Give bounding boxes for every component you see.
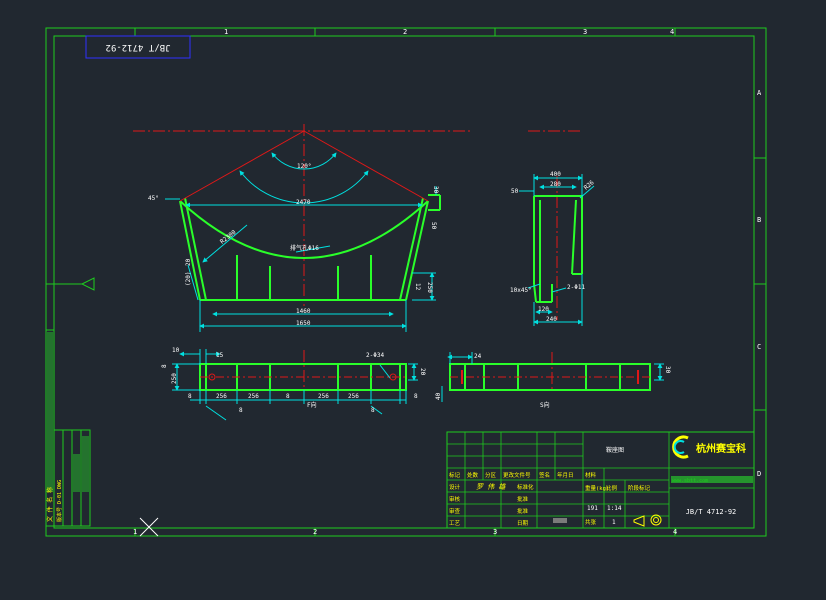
crop-mark: [139, 517, 159, 537]
side-left-dim: 50: [511, 188, 519, 195]
bottom-view-f: 10 15 8 250 2-Φ34 20 8 256 256 8 256 256…: [161, 347, 426, 421]
f-view-label: F向: [307, 401, 317, 409]
std-label: 标准化: [517, 483, 534, 491]
column-marks: 1 2 3 4 1 2 3 4 A B C D: [133, 28, 762, 536]
col-mark-4-bottom: 4: [673, 528, 677, 536]
front-base-width: 1650: [296, 320, 311, 327]
left-side-panel: 文 件 名 称 版本号 D-01 DWG: [45, 329, 91, 527]
rev-count: 处数: [467, 471, 479, 479]
f-spacing-1: 256: [216, 393, 227, 400]
weight-value: 191: [587, 505, 598, 512]
sign-row-review: 审核: [449, 495, 461, 503]
side-view: 400 280 50 R26 10x45° 2-Φ11 120 240: [510, 171, 596, 326]
front-view: 120° 2470 R2300 排气孔Φ16 45° 30 50 (20) 20…: [148, 130, 441, 332]
s-dim-40: 40: [435, 392, 442, 400]
side-bottom-240: 240: [546, 316, 557, 323]
row-mark-b: B: [757, 216, 761, 224]
rev-sign: 签名: [539, 471, 550, 479]
centerlines: [133, 124, 582, 395]
col-mark-2: 2: [403, 28, 407, 36]
title-block: 标记 处数 分区 更改文件号 签名 年月日 设计 审核 审查 工艺 标准化 批准…: [446, 431, 755, 529]
part-name: 鞍座图: [606, 446, 624, 454]
approve-label-2: 批准: [517, 507, 529, 515]
col-mark-4: 4: [670, 28, 674, 36]
front-right-top-dim: 30: [432, 186, 439, 194]
front-right-dim-12: 12: [414, 283, 421, 291]
front-inner-width: 1460: [296, 308, 311, 315]
f-spacing-6: 8: [414, 393, 418, 400]
scale-label: 比例: [606, 484, 618, 492]
f-right-dim-20: 20: [419, 368, 426, 376]
row-mark-a: A: [757, 89, 762, 97]
bottom-view-s: 24 40 30 S向: [435, 352, 671, 409]
s-dim-30: 30: [664, 366, 671, 374]
material-label: 材料: [585, 471, 597, 479]
f-dim-250: 250: [171, 373, 178, 384]
sheet-label: 共张: [585, 518, 597, 526]
company-logo-icon: [672, 435, 689, 459]
side-bottom-120: 120: [538, 306, 549, 313]
s-view-label: S向: [540, 401, 550, 409]
col-mark-1-bottom: 1: [133, 528, 137, 536]
company-name: 杭州赛宝科: [696, 442, 746, 455]
f-dim-8-under-left: 8: [239, 407, 243, 414]
f-holes: 2-Φ34: [366, 352, 384, 359]
f-dim-8-left: 8: [161, 364, 168, 368]
sign-row-process: 工艺: [449, 520, 461, 527]
f-spacing-0: 8: [188, 393, 192, 400]
sheet-value: 1: [612, 519, 616, 526]
front-chord-label: 2470: [296, 199, 311, 206]
front-right-dim-250: 250: [426, 282, 433, 293]
side-top-width: 400: [550, 171, 561, 178]
rev-mark: 标记: [449, 471, 461, 479]
side-chamfer: 10x45°: [510, 287, 532, 294]
title-drawing-number: JB/T 4712-92: [686, 508, 737, 516]
sign-row-design: 设计: [449, 483, 461, 491]
projection-symbol-icon: [633, 514, 662, 527]
row-mark-c: C: [757, 343, 761, 351]
scale-value: 1:14: [607, 505, 622, 512]
designer-signature: 罗 伟 雄: [476, 483, 506, 491]
col-mark-2-bottom: 2: [313, 528, 317, 536]
approve-label: 批准: [517, 495, 529, 503]
front-right-dim-50: 50: [430, 222, 437, 230]
side-holes: 2-Φ11: [567, 284, 585, 291]
f-dim-15: 15: [216, 352, 224, 359]
front-hole-note: 排气孔Φ16: [290, 244, 319, 252]
front-angle-label: 120°: [297, 163, 311, 170]
row-mark-d: D: [757, 470, 761, 478]
f-spacing-5: 256: [348, 393, 359, 400]
front-left-dim-20: 20: [185, 258, 192, 266]
drawing-number-box: JB/T 4712-92: [85, 35, 191, 59]
company-website: www.sbtt.com: [672, 478, 708, 484]
front-radius-label: R2300: [219, 229, 238, 246]
front-left-vertical-dim: (20): [185, 272, 192, 286]
f-dim-8-under-right: 8: [371, 407, 375, 414]
side-panel-label: 文 件 名 称: [46, 487, 54, 522]
side-inner-width: 280: [550, 181, 561, 188]
rev-doc: 更改文件号: [503, 471, 531, 479]
col-mark-3: 3: [583, 28, 587, 36]
f-spacing-2: 256: [248, 393, 259, 400]
sign-row-check: 审查: [449, 507, 461, 515]
rev-date: 年月日: [557, 471, 574, 479]
rev-zone: 分区: [485, 471, 497, 479]
f-spacing-3: 8: [286, 393, 290, 400]
side-radius: R26: [583, 179, 596, 192]
f-dim-10: 10: [172, 347, 180, 354]
stage-label: 阶段标记: [628, 484, 651, 492]
date-label: 日期: [517, 520, 529, 527]
weight-label: 重量(kg): [585, 484, 609, 492]
s-dim-24: 24: [474, 353, 482, 360]
drawing-border: [45, 27, 767, 537]
side-panel-label-2: 版本号 D-01 DWG: [56, 480, 63, 522]
front-left-chamfer: 45°: [148, 195, 159, 202]
col-mark-3-bottom: 3: [493, 528, 497, 536]
f-spacing-4: 256: [318, 393, 329, 400]
drawing-number-rotated: JB/T 4712-92: [105, 42, 170, 52]
col-mark-1: 1: [224, 28, 228, 36]
